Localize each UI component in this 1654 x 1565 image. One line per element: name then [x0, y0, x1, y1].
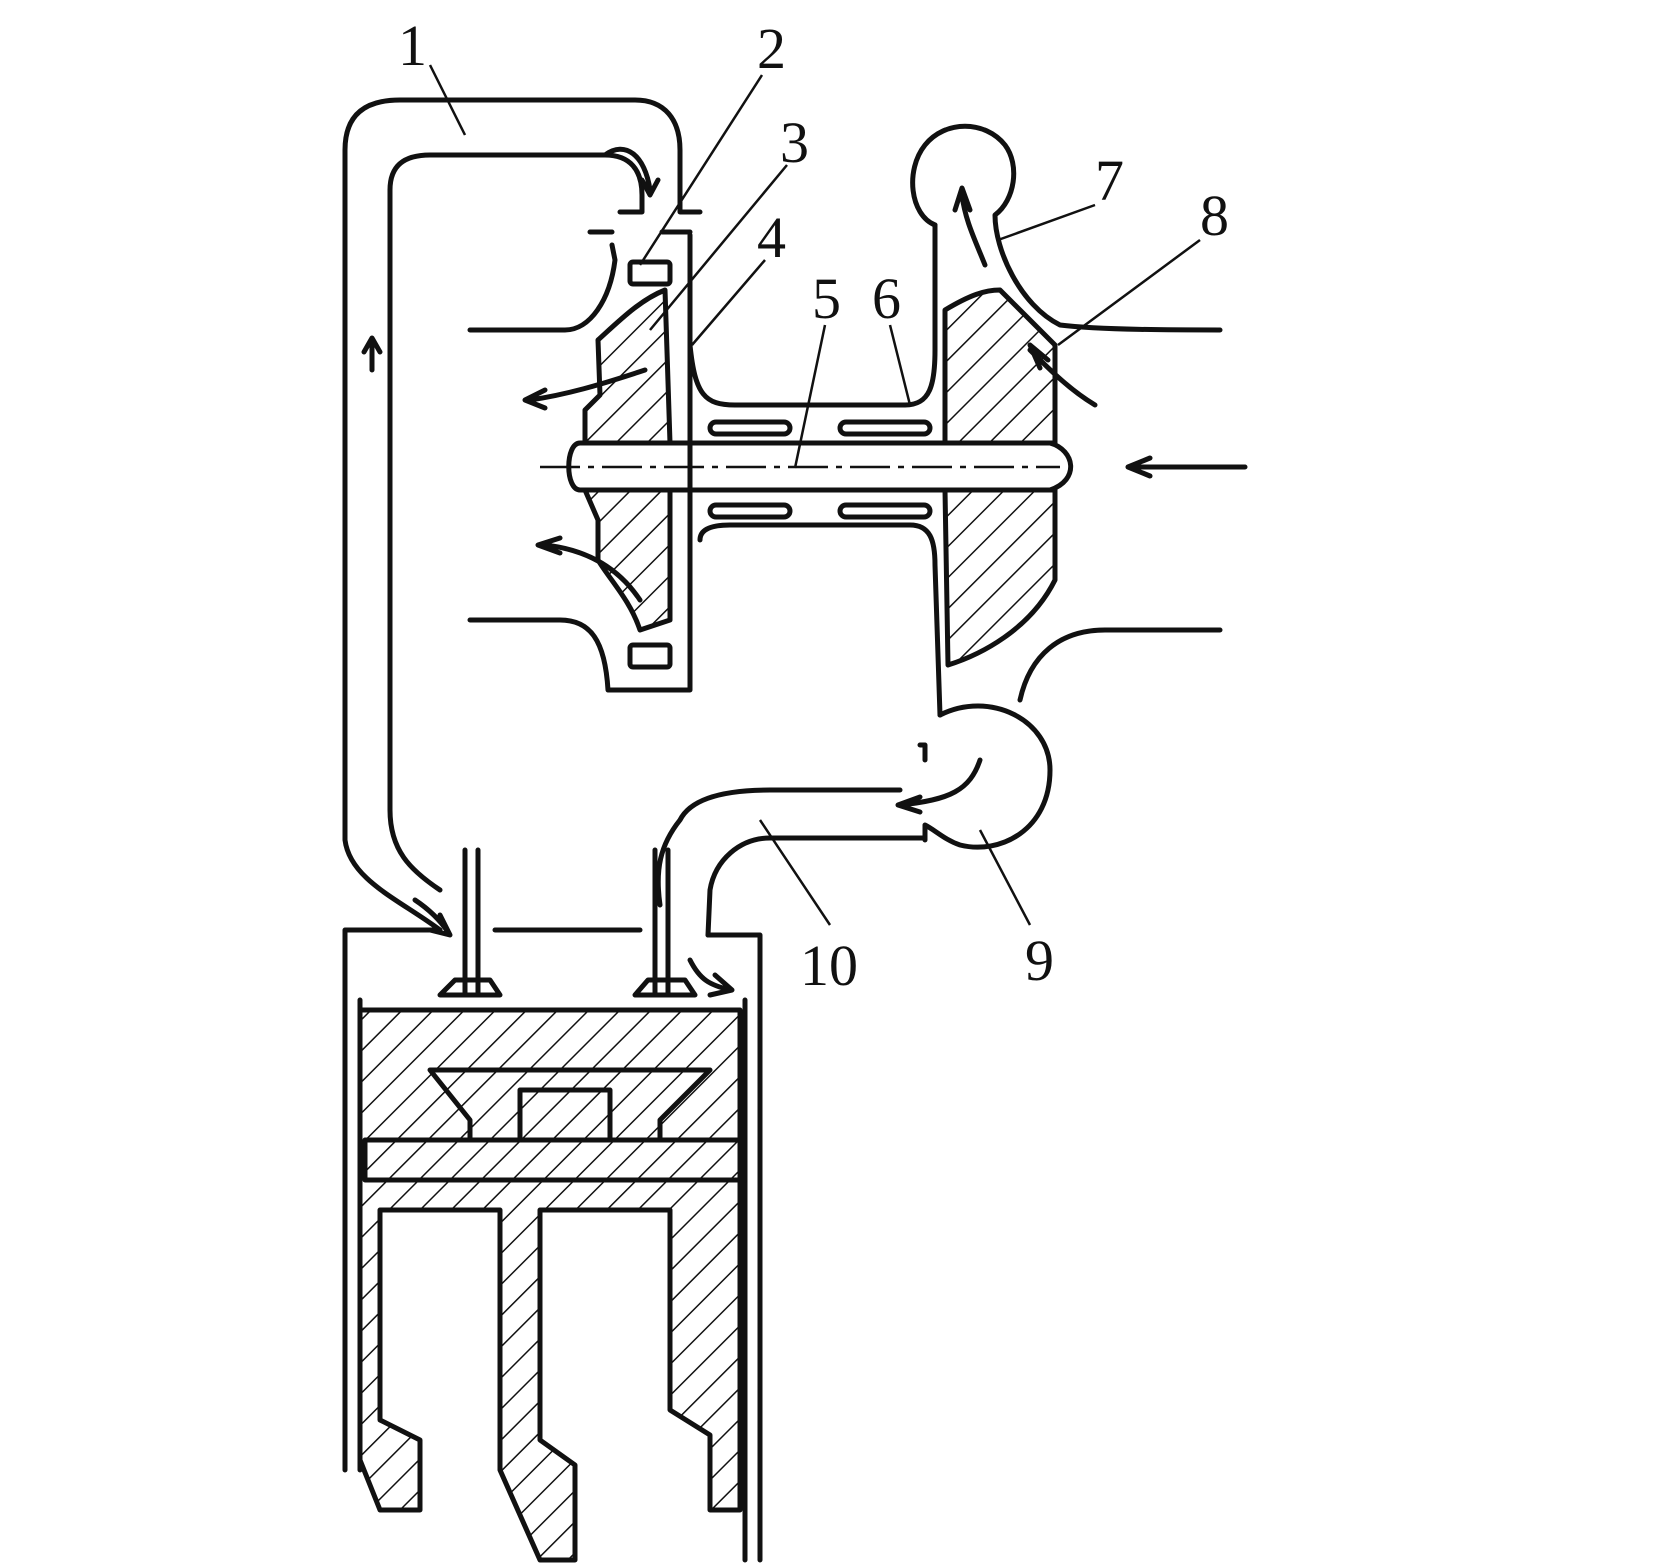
- bearing: [837, 419, 933, 437]
- label-7: 7: [1095, 148, 1124, 213]
- compressor: [467, 232, 693, 693]
- flow-arrow-up: [361, 335, 383, 373]
- compressor-volute: [910, 123, 1223, 333]
- turbine-wheel-bottom: [942, 487, 1058, 668]
- piston-pin: [362, 1137, 748, 1183]
- label-9: 9: [1025, 928, 1054, 993]
- bearing-housing: [687, 222, 943, 718]
- flow-arrow-intake: [412, 897, 453, 938]
- bearing: [707, 419, 793, 437]
- diffuser-vane-bottom: [627, 642, 673, 670]
- intake-valve: [437, 847, 503, 998]
- label-6: 6: [872, 266, 901, 331]
- label-8: 8: [1200, 183, 1229, 248]
- flow-arrow-left-top: [522, 367, 648, 411]
- flow-arrow-down: [602, 146, 661, 198]
- turbine: [910, 123, 1223, 703]
- label-1: 1: [398, 13, 427, 78]
- label-10: 10: [800, 933, 858, 998]
- turbine-volute: [922, 703, 1053, 850]
- cylinder: [342, 847, 763, 1563]
- exhaust: [655, 703, 1053, 938]
- exhaust-valve: [632, 847, 698, 998]
- piston-and-rod: [357, 1007, 743, 1563]
- bearing: [707, 502, 793, 520]
- flow-arrow-exhaust-out: [687, 957, 735, 998]
- piston-cavity: [427, 1067, 713, 1143]
- label-4: 4: [757, 205, 786, 270]
- turbine-wheel-top: [942, 287, 1058, 446]
- flow-arrow-volute: [952, 185, 988, 268]
- leader-lines: [428, 64, 1201, 926]
- flow-arrow-inlet: [1125, 455, 1248, 479]
- diffuser-vane-top: [627, 259, 673, 287]
- flow-arrow-left-bottom: [535, 535, 643, 603]
- label-3: 3: [780, 110, 809, 175]
- intake-pipe: [342, 97, 703, 933]
- flow-arrow-exhaust: [895, 757, 983, 815]
- flow-arrow-turbine: [1027, 342, 1098, 408]
- label-2: 2: [757, 16, 786, 81]
- bearing: [837, 502, 933, 520]
- shaft: [540, 440, 1248, 493]
- compressor-wheel-top: [582, 287, 673, 446]
- label-5: 5: [812, 266, 841, 331]
